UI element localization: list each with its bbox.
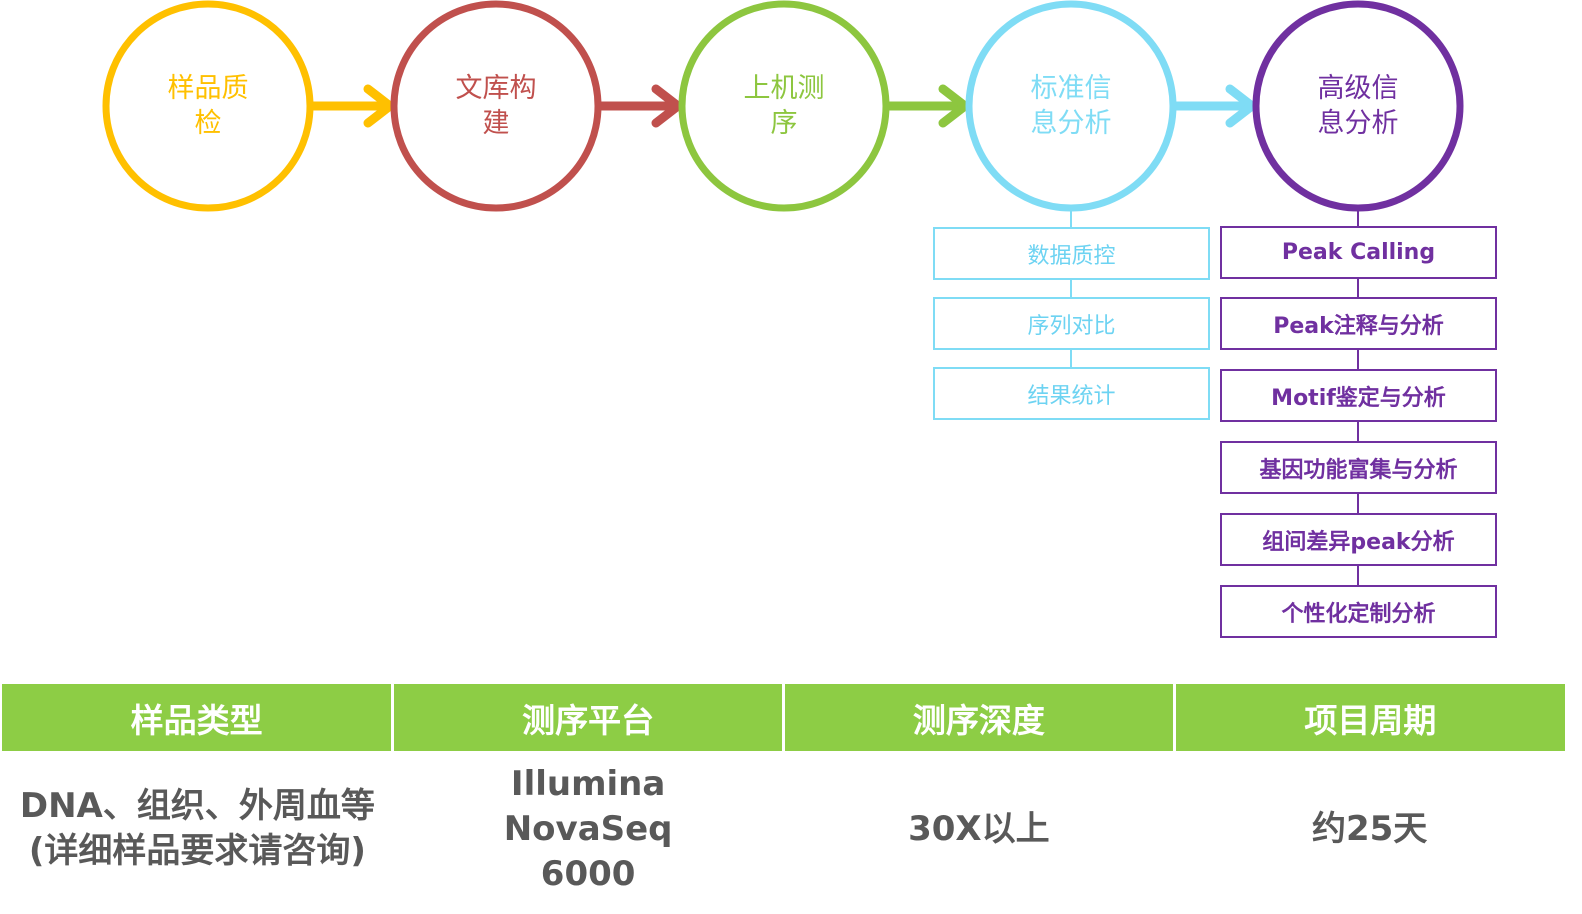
advanced-analysis-item-enrichment: 基因功能富集与分析: [1220, 441, 1497, 494]
step-circle-1: [102, 0, 314, 212]
cell-depth: 30X以上: [908, 808, 1050, 849]
standard-analysis-item-stats: 结果统计: [933, 367, 1210, 420]
step-label-4: 标准信息分析: [1030, 73, 1112, 139]
arrow-2: [596, 84, 683, 128]
step-label-2: 文库构建: [455, 73, 537, 139]
advanced-analysis-item-diff-peak: 组间差异peak分析: [1220, 513, 1497, 566]
header-depth: 测序深度: [782, 684, 1175, 751]
cell-platform: Illumina NovaSeq 6000: [503, 763, 673, 894]
cell-sample-type: DNA、组织、外周血等(详细样品要求请咨询): [19, 786, 375, 871]
advanced-analysis-item-peak-calling: Peak Calling: [1220, 226, 1497, 279]
advanced-analysis-item-peak-annotation: Peak注释与分析: [1220, 297, 1497, 350]
arrow-3: [884, 84, 970, 128]
advanced-analysis-item-motif: Motif鉴定与分析: [1220, 369, 1497, 422]
arrow-1: [308, 84, 395, 128]
table-header-row: 样品类型 测序平台 测序深度 项目周期: [2, 684, 1565, 751]
arrows: [308, 84, 1257, 128]
arrow-4: [1171, 84, 1257, 128]
step-circle-3: [678, 0, 890, 212]
cell-cycle: 约25天: [1311, 808, 1428, 849]
standard-analysis-item-alignment: 序列对比: [933, 297, 1210, 350]
advanced-analysis-item-custom: 个性化定制分析: [1220, 585, 1497, 638]
header-platform: 测序平台: [391, 684, 784, 751]
standard-analysis-item-qc: 数据质控: [933, 227, 1210, 280]
table-row: DNA、组织、外周血等(详细样品要求请咨询) Illumina NovaSeq …: [2, 751, 1565, 907]
header-cycle: 项目周期: [1172, 684, 1565, 751]
step-label-5: 高级信息分析: [1317, 73, 1399, 139]
step-label-3: 上机测序: [743, 73, 825, 139]
step-circle-4: [965, 0, 1177, 212]
workflow-diagram: [102, 0, 1464, 638]
step-label-1: 样品质检: [167, 73, 249, 139]
step-circles: [102, 0, 1464, 212]
header-sample-type: 样品类型: [2, 684, 393, 751]
project-info-table: 样品类型 测序平台 测序深度 项目周期 DNA、组织、外周血等(详细样品要求请咨…: [2, 684, 1565, 907]
step-circle-2: [390, 0, 602, 212]
step-circle-5: [1252, 0, 1464, 212]
